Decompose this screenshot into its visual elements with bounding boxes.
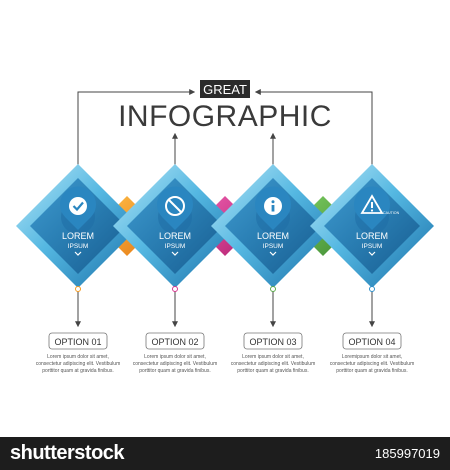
option-box — [48, 332, 108, 350]
steps-layer: LOREM IPSUM LOREM IPSUM LOREM IPSUM CAUTION LOR… — [16, 164, 434, 288]
option-description-line: Lorem ipsum dolor sit amet, — [144, 354, 206, 360]
option-2: OPTION 02 Lorem ipsum dolor sit amet,cons… — [133, 332, 218, 374]
step-label-line1: LOREM — [62, 231, 94, 241]
option-lines — [75, 290, 375, 328]
option-description-line: porttitor quam at gravida finibus. — [42, 368, 113, 374]
step-label-line2: IPSUM — [362, 243, 383, 250]
option-label: OPTION 04 — [348, 337, 395, 347]
pin-marker — [354, 186, 390, 230]
step-2: LOREM IPSUM — [113, 164, 237, 288]
option-line-dots — [75, 286, 375, 292]
option-4: OPTION 04 Loremipsum dolor sit amet,conse… — [330, 332, 415, 374]
option-box — [145, 332, 205, 350]
option-box — [243, 332, 303, 350]
image-id: 185997019 — [374, 446, 440, 461]
option-label: OPTION 02 — [151, 337, 198, 347]
great-badge-text: GREAT — [203, 82, 247, 97]
step-label-line2: IPSUM — [263, 243, 284, 250]
option-description-line: Lorem ipsum dolor sit amet, — [242, 354, 304, 360]
step-3: LOREM IPSUM — [211, 164, 335, 288]
info-icon — [264, 197, 282, 215]
option-description-line: Lorem ipsum dolor sit amet, — [47, 354, 109, 360]
infographic-canvas: GREAT INFOGRAPHIC LOREMIPSUMLOREMIPSUMLO… — [16, 80, 434, 374]
option-description-line: consectetur adipiscing elit. Vestibulum — [231, 361, 316, 367]
step-label-line2: IPSUM — [165, 243, 186, 250]
option-description-line: consectetur adipiscing elit. Vestibulum — [133, 361, 218, 367]
option-description-line: Loremipsum dolor sit amet, — [342, 354, 402, 360]
chevron-down-icon — [171, 251, 179, 256]
step-label-line1: LOREM — [257, 231, 289, 241]
option-label: OPTION 01 — [54, 337, 101, 347]
option-description-line: porttitor quam at gravida finibus. — [237, 368, 308, 374]
shutterstock-logo: shutterstock — [10, 442, 125, 464]
chevron-down-icon — [269, 251, 277, 256]
option-1: OPTION 01 Lorem ipsum dolor sit amet,cons… — [36, 332, 121, 374]
header: GREAT INFOGRAPHIC — [118, 80, 332, 133]
great-badge — [200, 80, 250, 98]
page-title: INFOGRAPHIC — [118, 100, 332, 133]
step-label-line1: LOREM — [159, 231, 191, 241]
option-label: OPTION 03 — [249, 337, 296, 347]
option-description-line: consectetur adipiscing elit. Vestibulum — [330, 361, 415, 367]
option-description-line: porttitor quam at gravida finibus. — [336, 368, 407, 374]
option-box — [342, 332, 402, 350]
caution-caption: CAUTION — [383, 211, 400, 215]
option-description-line: porttitor quam at gravida finibus. — [139, 368, 210, 374]
step-4: CAUTION LOREM IPSUM — [310, 164, 434, 288]
chevron-down-icon — [368, 251, 376, 256]
pin-marker — [157, 186, 193, 230]
chevron-down-icon — [74, 251, 82, 256]
option-description-line: consectetur adipiscing elit. Vestibulum — [36, 361, 121, 367]
step-1: LOREM IPSUM — [16, 164, 140, 288]
option-3: OPTION 03 Lorem ipsum dolor sit amet,cons… — [231, 332, 316, 374]
footer-bar: shutterstock 185997019 — [0, 437, 450, 470]
step-label-line1: LOREM — [356, 231, 388, 241]
no-entry-icon — [165, 196, 185, 216]
caution-icon — [360, 194, 384, 214]
check-icon — [69, 197, 87, 215]
step-label-line2: IPSUM — [68, 243, 89, 250]
